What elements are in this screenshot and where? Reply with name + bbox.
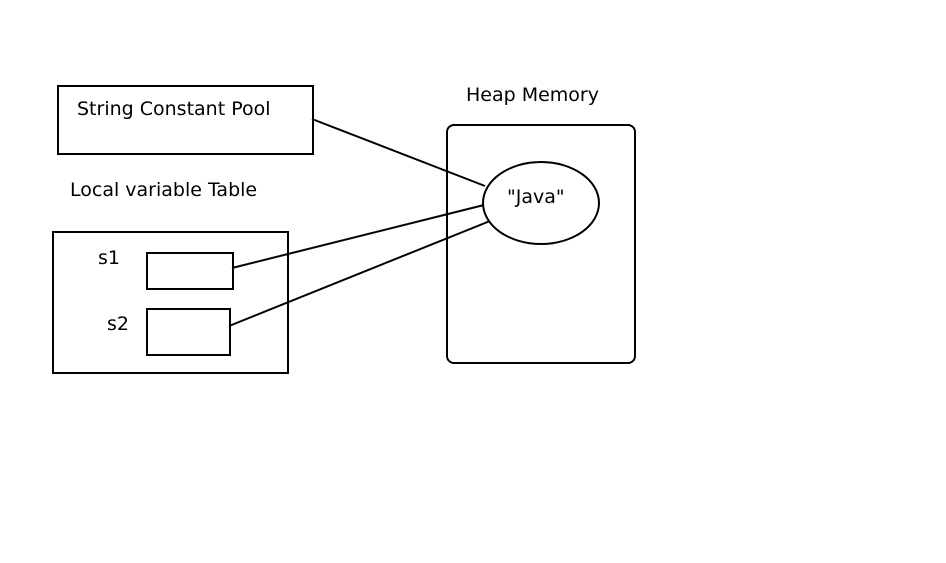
- local-variable-table-title: Local variable Table: [70, 179, 258, 201]
- java-string-object-value: "Java": [507, 186, 565, 208]
- variable-label-s2: s2: [107, 313, 129, 335]
- heap-memory-box: [446, 124, 636, 364]
- string-constant-pool-label: String Constant Pool: [77, 98, 271, 120]
- local-variable-table-box: [52, 231, 289, 374]
- variable-label-s1: s1: [98, 247, 120, 269]
- variable-slot-s2: [146, 308, 231, 356]
- java-string-object-oval: [482, 161, 600, 245]
- variable-slot-s1: [146, 252, 234, 290]
- heap-memory-title: Heap Memory: [466, 84, 599, 106]
- string-constant-pool-box: [57, 85, 314, 155]
